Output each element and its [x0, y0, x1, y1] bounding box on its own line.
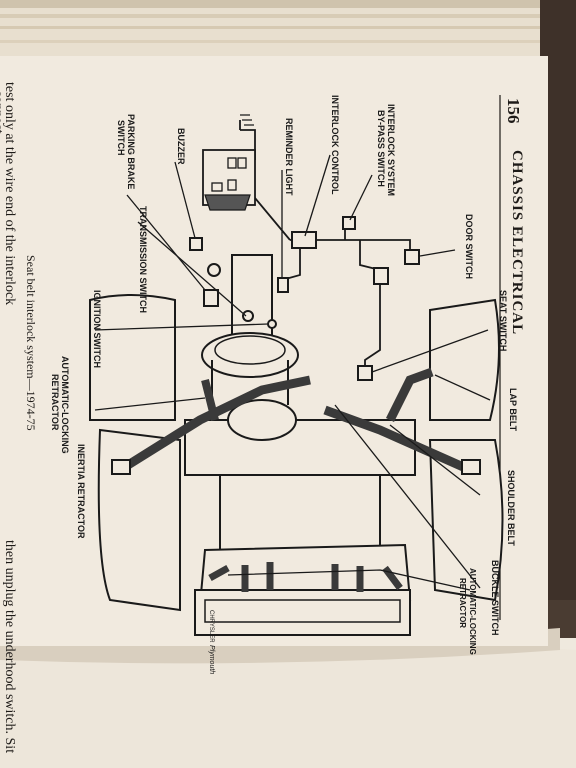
label-interlock-bypass-2: BY-PASS SWITCH: [376, 110, 386, 187]
label-interlock-bypass-1: INTERLOCK SYSTEM: [386, 104, 396, 196]
label-reminder-light: REMINDER LIGHT: [284, 118, 294, 196]
label-auto-locking-retractor-2: RETRACTOR: [50, 374, 60, 431]
label-parking-brake-1: PARKING BRAKE: [126, 114, 136, 189]
label-buckle-switch: BUCKLE SWITCH: [490, 560, 500, 636]
figure-caption: Seat belt interlock system—1974-75: [24, 255, 38, 431]
page-stack-top: [0, 0, 560, 60]
label-buzzer: BUZZER: [176, 128, 186, 165]
body-text-line-2: connect: [0, 90, 5, 134]
seat-belt-diagram: [89, 114, 504, 636]
dash-badge: Plymouth: [208, 645, 215, 674]
label-ignition-switch: IGNITION SWITCH: [92, 290, 102, 368]
body-text-line-3: then unplug the underhood switch. Sit: [2, 540, 17, 753]
label-auto-locking-retractor-1: AUTOMATIC-LOCKING: [60, 356, 70, 454]
label-seat-switch: SEAT SWITCH: [498, 290, 508, 351]
label-interlock-control: INTERLOCK CONTROL: [330, 95, 340, 195]
label-shoulder-belt: SHOULDER BELT: [506, 470, 516, 546]
label-auto-locking-retractor-right-2: RETRACTOR: [458, 578, 467, 628]
label-door-switch: DOOR SWITCH: [464, 214, 474, 279]
body-text-line-1: test only at the wire end of the interlo…: [2, 82, 17, 305]
label-parking-brake-2: SWITCH: [116, 120, 126, 156]
label-lap-belt: LAP BELT: [508, 388, 518, 432]
dash-brand: CHRYSLER: [208, 610, 214, 643]
label-auto-locking-retractor-right-1: AUTOMATIC-LOCKING: [468, 568, 477, 655]
page-number: 156: [504, 98, 523, 124]
label-inertia-retractor: INERTIA RETRACTOR: [76, 444, 86, 539]
label-transmission-switch: TRANSMISSION SWITCH: [138, 206, 148, 313]
section-title: CHASSIS ELECTRICAL: [509, 150, 525, 335]
